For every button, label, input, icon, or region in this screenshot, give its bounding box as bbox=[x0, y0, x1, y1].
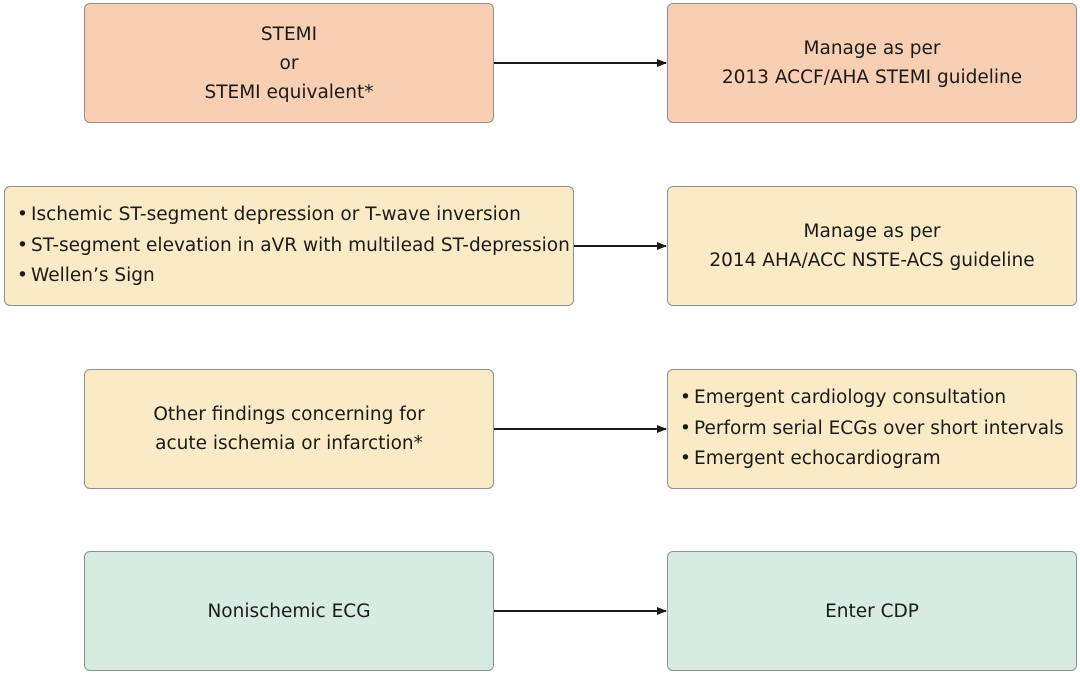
bullet-icon: • bbox=[680, 417, 691, 439]
stemi-box: STEMI or STEMI equivalent* bbox=[84, 3, 494, 123]
bullet-icon: • bbox=[680, 387, 691, 409]
manage-as-per-line: Manage as per bbox=[803, 38, 941, 59]
bullet-icon: • bbox=[17, 234, 28, 256]
nste-acs-guideline-line: 2014 AHA/ACC NSTE-ACS guideline bbox=[709, 250, 1035, 271]
nonischemic-ecg-box: Nonischemic ECG bbox=[84, 551, 494, 671]
stemi-line: STEMI bbox=[260, 23, 318, 45]
stemi-guideline-box: Manage as per 2013 ACCF/AHA STEMI guidel… bbox=[667, 3, 1077, 123]
or-line: or bbox=[279, 52, 299, 74]
list-item: •Perform serial ECGs over short interval… bbox=[680, 414, 1064, 445]
ischemic-findings-box: •Ischemic ST-segment depression or T-wav… bbox=[4, 186, 574, 306]
emergent-actions-list: •Emergent cardiology consultation •Perfo… bbox=[680, 383, 1064, 475]
other-findings-line: Other findings concerning for bbox=[153, 404, 425, 425]
other-findings-box: Other findings concerning for acute isch… bbox=[84, 369, 494, 489]
manage-as-per-line: Manage as per bbox=[803, 221, 941, 242]
enter-cdp-label: Enter CDP bbox=[825, 600, 919, 622]
list-item: •Emergent cardiology consultation bbox=[680, 383, 1064, 414]
bullet-icon: • bbox=[17, 204, 28, 226]
ischemic-findings-list: •Ischemic ST-segment depression or T-wav… bbox=[17, 200, 570, 292]
list-item: •Wellen’s Sign bbox=[17, 261, 570, 292]
stemi-equivalent-line: STEMI equivalent* bbox=[204, 81, 374, 103]
nonischemic-ecg-label: Nonischemic ECG bbox=[207, 600, 371, 622]
enter-cdp-box: Enter CDP bbox=[667, 551, 1077, 671]
list-item: •ST-segment elevation in aVR with multil… bbox=[17, 231, 570, 262]
bullet-icon: • bbox=[17, 265, 28, 287]
acute-ischemia-line: acute ischemia or infarction* bbox=[155, 433, 423, 454]
list-item: •Emergent echocardiogram bbox=[680, 444, 1064, 475]
stemi-guideline-line: 2013 ACCF/AHA STEMI guideline bbox=[721, 67, 1023, 88]
bullet-icon: • bbox=[680, 448, 691, 470]
emergent-actions-box: •Emergent cardiology consultation •Perfo… bbox=[667, 369, 1077, 489]
nste-acs-guideline-box: Manage as per 2014 AHA/ACC NSTE-ACS guid… bbox=[667, 186, 1077, 306]
list-item: •Ischemic ST-segment depression or T-wav… bbox=[17, 200, 570, 231]
